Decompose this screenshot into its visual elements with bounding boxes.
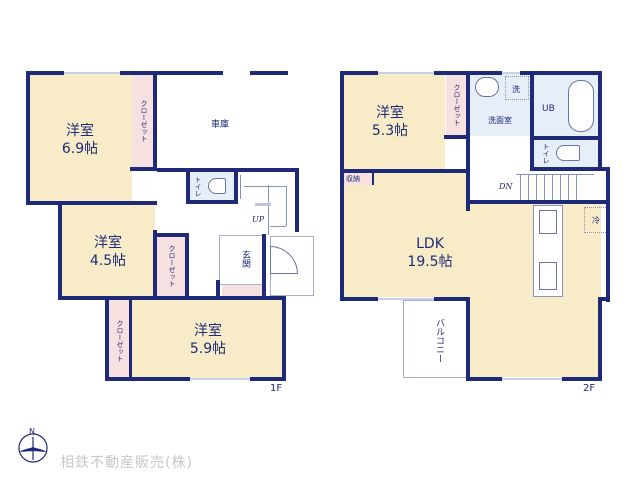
ldk-size: 19.5帖 [407, 254, 453, 270]
closet-1f-c [108, 300, 130, 378]
room-western-5-3-name: 洋室 [376, 105, 404, 121]
closet-1f-b [157, 236, 185, 298]
toilet-2f-fixture-icon [556, 145, 580, 161]
ldk-name: LDK [416, 236, 444, 252]
room-western-5-3 [343, 74, 445, 170]
compass-icon [18, 433, 48, 463]
entrance-label: 玄関 [240, 250, 250, 268]
room-western-4-5 [60, 205, 155, 298]
room-western-6-9 [29, 74, 132, 202]
entrance-shoe-box [222, 285, 265, 296]
closet-2f [446, 74, 466, 136]
storage-label: 収納 [346, 175, 360, 183]
stove-icon [539, 210, 557, 234]
room-western-4-5-size: 4.5帖 [89, 253, 127, 269]
room-western-6-9-name: 洋室 [66, 123, 94, 139]
company-name: 相鉄不動産販売(株) [60, 455, 193, 471]
washroom-label: 洗面室 [488, 116, 512, 125]
closet-1f-c-label: クローゼット [116, 320, 124, 362]
room-western-5-9-size: 5.9帖 [189, 341, 227, 357]
toilet-fixture-icon [208, 178, 226, 194]
ldk [343, 173, 467, 297]
room-western-5-3-size: 5.3帖 [371, 123, 409, 139]
closet-1f-a [132, 74, 154, 168]
compass-north-label: N [29, 427, 35, 436]
closet-1f-a-label: クローゼット [140, 100, 148, 142]
closet-1f-b-label: クローゼット [168, 245, 176, 287]
balcony-label: バルコニー [434, 318, 444, 363]
unit-bath-label: UB [542, 104, 555, 114]
room-western-6-9-size: 6.9帖 [61, 141, 99, 157]
room-western-5-9 [132, 300, 284, 378]
floor-1f-label: 1F [270, 383, 283, 394]
garage-label: 車庫 [210, 120, 229, 130]
room-western-5-9-name: 洋室 [194, 323, 222, 339]
washer-label: 洗 [512, 85, 520, 94]
storage-2f [343, 173, 373, 185]
closet-2f-label: クローゼット [453, 84, 461, 126]
compass: N [16, 427, 50, 464]
stairs-up-label: UP [252, 215, 265, 224]
stairs-down-label: DN [499, 182, 513, 191]
bathtub-icon [568, 80, 594, 132]
toilet-2f-label: トイレ [542, 143, 550, 164]
floor-2f-label: 2F [583, 383, 596, 394]
washer-space [505, 76, 529, 100]
fridge-label: 冷 [592, 216, 600, 225]
room-western-4-5-name: 洋室 [94, 235, 122, 251]
washbasin-icon [475, 77, 499, 97]
sink-icon [539, 262, 557, 290]
toilet-1f-label: トイレ [194, 176, 202, 197]
